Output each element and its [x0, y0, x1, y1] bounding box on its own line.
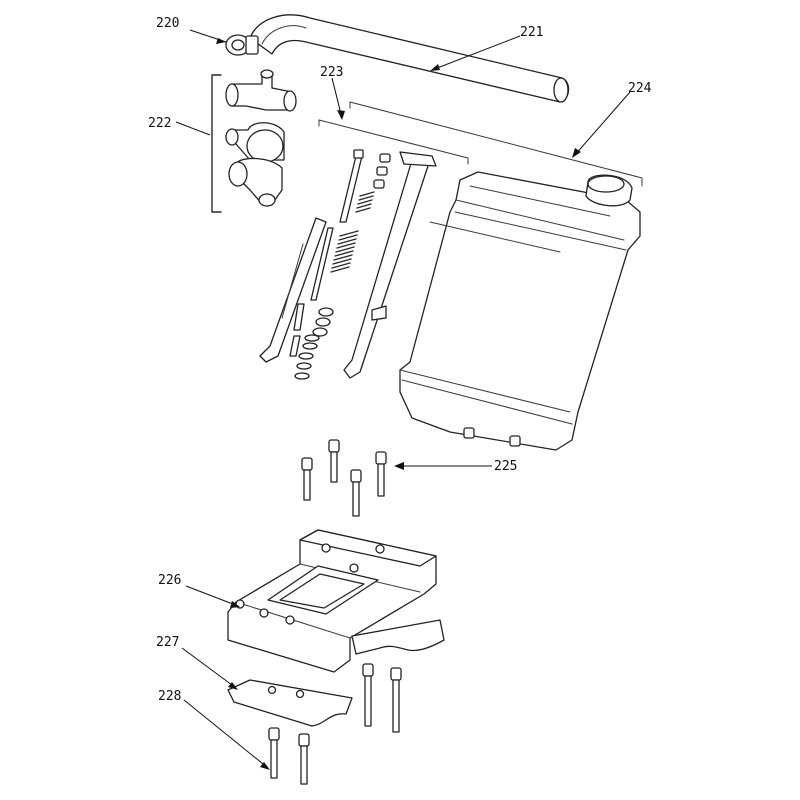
thermostat-parts-222: [211, 69, 297, 213]
bolts-228: [268, 663, 402, 785]
bolt: [328, 439, 340, 483]
bolt: [268, 727, 280, 779]
callout-224: 224: [628, 81, 652, 96]
bolt: [301, 457, 313, 501]
bracket-kit-223: [259, 119, 469, 380]
callout-220: 220: [156, 16, 179, 31]
bolt: [298, 733, 310, 785]
hose-clamp-220: [225, 34, 259, 56]
callout-221: 221: [520, 25, 543, 40]
hose-221: [249, 14, 570, 103]
mounting-frame-226: [227, 529, 445, 673]
callout-226: 226: [158, 573, 181, 588]
bolt: [350, 469, 362, 517]
callout-228: 228: [158, 689, 181, 704]
callout-227: 227: [156, 635, 179, 650]
spring-stack: [330, 153, 391, 273]
bolt: [390, 667, 402, 733]
bolt: [375, 451, 387, 497]
callout-labels: 220 221 222 223 224 225 226 227 228: [148, 16, 652, 704]
callout-222: 222: [148, 116, 171, 131]
callout-223: 223: [320, 65, 343, 80]
bolt: [362, 663, 374, 727]
leader-lines: [175, 29, 631, 770]
clamp-plate-227: [227, 679, 353, 727]
radiator-224: [349, 101, 643, 451]
washer-stack: [294, 307, 334, 380]
callout-225: 225: [494, 459, 517, 474]
bolts-225: [301, 439, 387, 517]
